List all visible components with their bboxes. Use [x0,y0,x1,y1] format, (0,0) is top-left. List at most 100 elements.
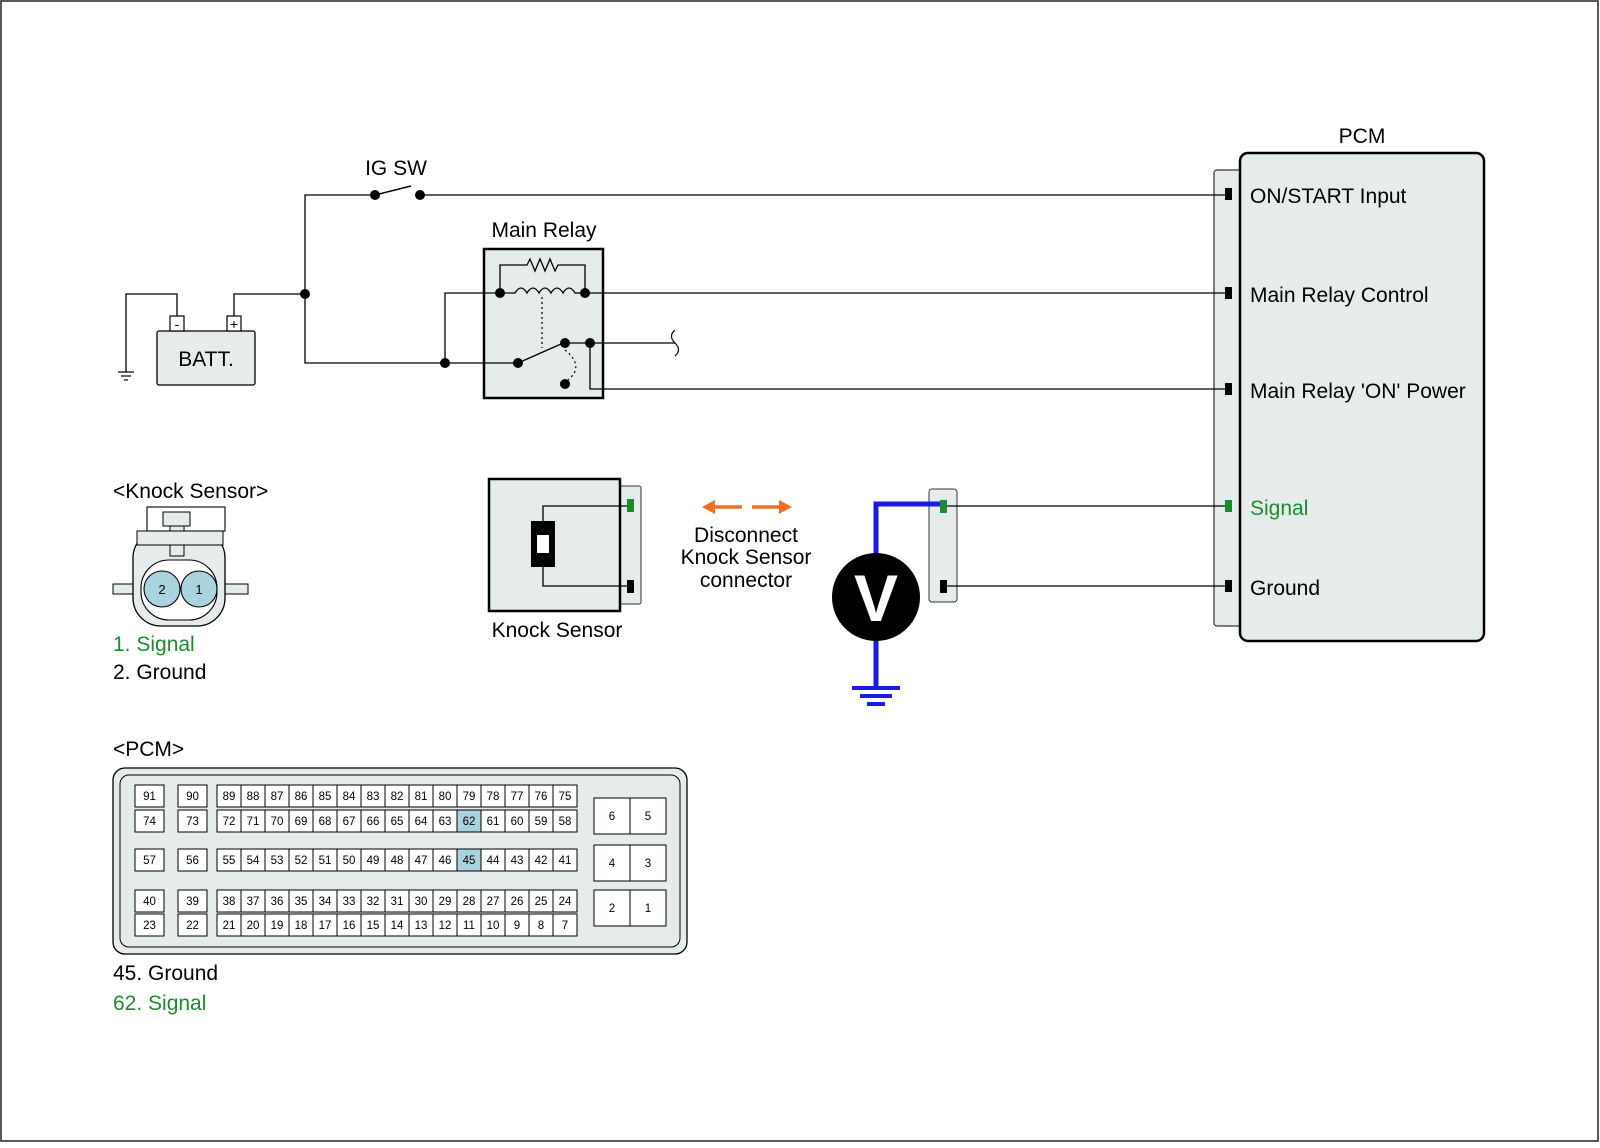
pcm-pin-cell [134,784,165,808]
pcm-pin-number: 86 [295,791,308,803]
pcm-pin-number: 78 [487,791,500,803]
knock-pin-2 [143,570,181,608]
pcm-pin-number: 82 [391,791,404,803]
pcm-pin-number: 57 [143,855,156,867]
pcm-pin-number: 75 [559,791,572,803]
pcm-pin-number: 48 [391,855,404,867]
knock-internal-signal-wire [542,505,627,522]
battery-plus-sign: + [230,316,238,332]
pcm-pin-number: 65 [391,816,404,828]
pcm-pin-cell [134,848,165,872]
pcm-pin-number: 21 [223,920,236,932]
pcm-pin-number: 61 [487,816,500,828]
battery-positive-wire [233,293,305,316]
relay-coil-icon [495,257,590,348]
relay-nc-contact [560,379,570,389]
pcm-pin-number: 90 [186,791,199,803]
pcm-pin-number: 30 [415,896,428,908]
pcm-pin-number: 80 [439,791,452,803]
pcm-pin-cell [177,889,208,913]
pcm-pin-number: 39 [186,896,199,908]
pcm-pin-number: 2 [609,903,615,915]
battery-label: BATT. [178,348,234,371]
pcm-pin-number: 36 [271,896,284,908]
pcm-pin-number: 34 [319,896,332,908]
pcm-pin-number: 1 [645,903,651,915]
knock-legend-ground: 2. Ground [113,661,206,684]
pcm-pin-cell [593,844,631,882]
wire-break-icon [670,329,680,357]
pcm-pin-number: 24 [559,896,572,908]
pcm-pin-number: 63 [439,816,452,828]
pcm-pin-number: 31 [391,896,404,908]
ig-switch-label: IG SW [365,157,427,180]
main-relay-on-power-wire [589,343,1225,390]
pcm-legend-ground: 45. Ground [113,962,218,985]
pcm-terminal-on-start: ON/START Input [1250,185,1407,208]
pcm-pin-number: 79 [463,791,476,803]
pcm-pin-number: 88 [247,791,260,803]
ground-icon [118,371,134,381]
pcm-pin-cell [134,809,165,833]
pcm-pin-number: 50 [343,855,356,867]
pcm-pin-number: 6 [609,811,615,823]
knock-pin-1-label: 1 [195,582,202,597]
pcm-pin-number: 68 [319,816,332,828]
pcm-pin-number: 11 [463,920,475,932]
knock-sensor-caption: Knock Sensor [492,619,623,642]
pcm-pin-number: 32 [367,896,380,908]
pcm-pin-number: 37 [247,896,260,908]
harness-ground-pin [940,580,947,593]
pcm-pin-number: 27 [487,896,500,908]
relay-armature [517,343,562,364]
pcm-legend-signal: 62. Signal [113,992,206,1015]
knock-sensor-header: <Knock Sensor> [113,480,268,503]
pcm-pin-number: 84 [343,791,356,803]
pcm-pin-cell [629,797,667,835]
pcm-pin-cell [629,889,667,927]
pcm-pin-cell [177,848,208,872]
pcm-pin-number: 60 [511,816,524,828]
pcm-pin-number: 62 [463,816,476,828]
pcm-terminal-ground: Ground [1250,577,1320,600]
disconnect-text-line-3: connector [700,569,792,592]
pcm-pin-number: 43 [511,855,524,867]
battery: - + BATT. [156,315,256,386]
pcm-pin-number: 76 [535,791,548,803]
main-relay-label: Main Relay [491,219,597,242]
pcm-block: PCM ON/START Input Main Relay Control Ma… [1213,125,1486,643]
knock-legend-signal: 1. Signal [113,633,195,656]
pcm-pin-cell [134,913,165,937]
harness-signal-pin [940,500,947,513]
pcm-connector-header: <PCM> [113,738,184,761]
pcm-pin-number: 53 [271,855,284,867]
knock-sensor [487,477,642,613]
pcm-pin-number: 14 [391,920,404,932]
pcm-pin-number: 71 [247,816,260,828]
pcm-pin-number: 69 [295,816,308,828]
pcm-pin-number: 18 [295,920,308,932]
voltmeter-icon: V [832,553,920,641]
pcm-pin-main-relay-on-power [1225,383,1232,395]
pcm-pin-number: 38 [223,896,236,908]
pcm-pin-number: 51 [319,855,332,867]
voltmeter-label: V [854,561,898,635]
pcm-pin-number: 55 [223,855,236,867]
pcm-pin-number: 17 [319,920,332,932]
pcm-pin-number: 8 [538,920,544,932]
pcm-pin-number: 70 [271,816,284,828]
pcm-pin-number: 35 [295,896,308,908]
main-relay: Main Relay [482,219,605,400]
pcm-pin-number: 19 [271,920,284,932]
pcm-pin-number: 40 [143,896,156,908]
pcm-pin-number: 72 [223,816,236,828]
pcm-pin-cell [593,889,631,927]
pcm-pin-number: 73 [186,816,199,828]
pcm-pin-number: 74 [143,816,156,828]
pcm-pin-cell [552,848,578,872]
meter-probe-positive-wire [873,501,940,555]
pcm-pin-number: 4 [609,858,616,870]
pcm-pin-number: 26 [511,896,524,908]
